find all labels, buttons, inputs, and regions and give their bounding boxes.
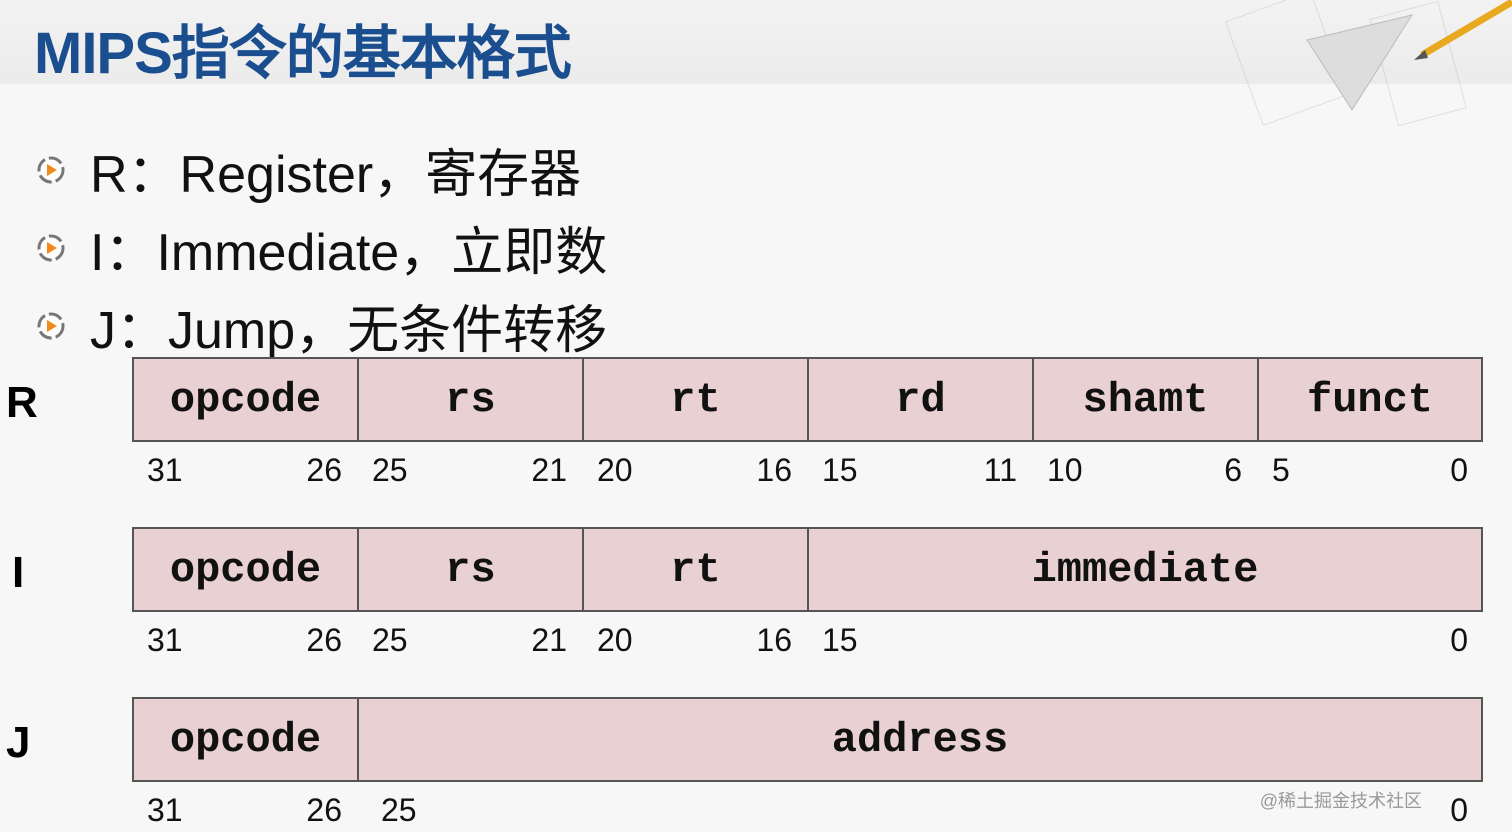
bit-hi: 25	[381, 792, 417, 828]
bit-hi: 31	[147, 622, 183, 658]
field-immediate: immediate	[1031, 545, 1259, 594]
field-rt: rt	[584, 359, 809, 440]
bit-hi: 31	[147, 792, 183, 828]
field-rd: rd	[809, 359, 1034, 440]
bit-hi: 25	[372, 622, 408, 658]
format-label-r: R	[6, 378, 38, 427]
bullet-text: I：Immediate，立即数	[90, 224, 608, 282]
bit-hi: 5	[1272, 452, 1290, 488]
slide-title: MIPS指令的基本格式	[34, 21, 572, 86]
field-funct: funct	[1306, 375, 1434, 424]
bit-hi: 20	[597, 452, 633, 488]
bit-lo: 11	[983, 452, 1017, 488]
bit-hi: 31	[147, 452, 183, 488]
drafting-tools-decoration	[1224, 0, 1512, 127]
bit-lo: 6	[1224, 452, 1242, 488]
bit-lo: 16	[756, 622, 792, 658]
j-format-row: opcode address	[132, 697, 1483, 782]
field-opcode: opcode	[134, 529, 359, 610]
bit-hi: 10	[1047, 452, 1083, 488]
bullet-j: J：Jump，无条件转移	[36, 288, 607, 363]
i-format-row: opcode rs rt immediate	[132, 527, 1483, 612]
format-label-i: I	[12, 548, 25, 597]
r-format-row: opcode rs rt rd shamt funct	[132, 357, 1483, 442]
bullet-text: J：Jump，无条件转移	[90, 302, 608, 360]
field-address: address	[831, 715, 1009, 764]
field-opcode: opcode	[134, 699, 359, 780]
bit-lo: 0	[1450, 792, 1468, 828]
bit-hi: 15	[822, 452, 858, 488]
r-bit-positions: 31 26 25 21 20 16 15 11 10 6 5 0	[132, 452, 1483, 492]
bullet-i: I：Immediate，立即数	[36, 210, 607, 285]
bit-hi: 15	[822, 622, 858, 658]
play-bullet-icon	[37, 312, 65, 339]
format-label-j: J	[6, 718, 31, 767]
bit-lo: 16	[756, 452, 792, 488]
field-rt: rt	[584, 529, 809, 610]
bit-lo: 21	[531, 452, 567, 488]
play-bullet-icon	[37, 156, 65, 183]
watermark: @稀土掘金技术社区	[1259, 791, 1422, 811]
field-shamt: shamt	[1034, 359, 1259, 440]
bit-hi: 25	[372, 452, 408, 488]
bit-lo: 26	[306, 622, 342, 658]
bit-lo: 0	[1450, 452, 1468, 488]
i-bit-positions: 31 26 25 21 20 16 15 0	[132, 622, 1483, 662]
bit-lo: 26	[306, 452, 342, 488]
bit-lo: 21	[531, 622, 567, 658]
bit-hi: 20	[597, 622, 633, 658]
play-bullet-icon	[37, 234, 65, 261]
bullet-text: R：Register，寄存器	[90, 146, 582, 204]
bullet-r: R：Register，寄存器	[36, 132, 581, 207]
field-opcode: opcode	[134, 359, 359, 440]
field-rs: rs	[359, 359, 584, 440]
bit-lo: 26	[306, 792, 342, 828]
slide-header: MIPS指令的基本格式	[0, 0, 1512, 127]
field-rs: rs	[359, 529, 584, 610]
j-bit-positions: 31 26 25 0	[132, 792, 1483, 832]
bit-lo: 0	[1450, 622, 1468, 658]
